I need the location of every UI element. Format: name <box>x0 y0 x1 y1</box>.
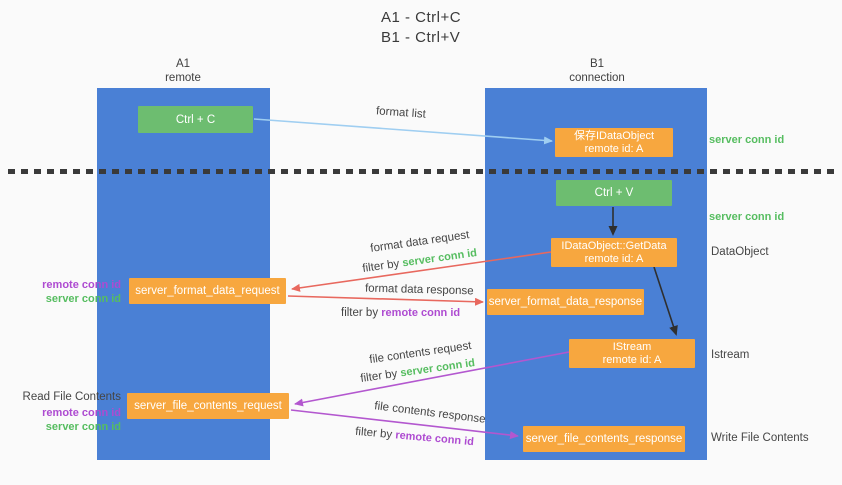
column-b1-name: connection <box>569 72 625 84</box>
node-save-idataobject-line2: remote id: A <box>584 142 644 155</box>
arrow-label-format-data-response-filter: filter by remote conn id <box>341 307 460 319</box>
node-idataobject-getdata-line2: remote id: A <box>584 252 644 265</box>
label-read-file-contents: Read File Contents <box>22 391 121 403</box>
arrow-label-file-contents-response-filter: filter by remote conn id <box>355 426 475 448</box>
node-ctrl-c-label: Ctrl + C <box>175 113 216 126</box>
node-istream-line2: remote id: A <box>602 353 662 366</box>
filter-server-conn-id: server conn id <box>401 247 478 270</box>
filter-by-prefix: filter by <box>359 367 402 385</box>
title-line-2: B1 - Ctrl+V <box>380 29 461 46</box>
node-ctrl-c: Ctrl + C <box>138 106 253 133</box>
label-istream: Istream <box>711 349 750 361</box>
node-ctrl-v: Ctrl + V <box>556 180 672 206</box>
diagram-title: A1 - Ctrl+C B1 - Ctrl+V <box>381 8 461 48</box>
node-server-format-data-response: server_format_data_response <box>487 289 644 315</box>
filter-by-prefix: filter by <box>361 257 404 275</box>
filter-remote-conn-id: remote conn id <box>381 307 461 319</box>
column-header-a1: A1 remote <box>133 57 233 85</box>
arrow-label-format-data-response: format data response <box>364 282 474 298</box>
label-server-conn-id-format: server conn id <box>45 293 121 305</box>
label-write-file-contents: Write File Contents <box>711 432 809 444</box>
node-server-file-contents-response: server_file_contents_response <box>523 426 685 452</box>
label-remote-conn-id-file: remote conn id <box>42 407 121 419</box>
node-server-format-data-request-label: server_format_data_request <box>135 284 280 297</box>
label-server-conn-id-file: server conn id <box>45 421 121 433</box>
node-idataobject-getdata: IDataObject::GetData remote id: A <box>551 238 677 267</box>
column-header-b1: B1 connection <box>547 57 647 85</box>
column-a1-name: remote <box>165 72 201 84</box>
label-server-conn-id-top: server conn id <box>709 134 785 146</box>
node-server-format-data-response-label: server_format_data_response <box>488 295 643 308</box>
filter-by-prefix: filter by <box>341 307 382 319</box>
filter-by-prefix: filter by <box>354 425 396 442</box>
node-save-idataobject: 保存IDataObject remote id: A <box>555 128 673 157</box>
label-dataobject: DataObject <box>711 246 769 258</box>
label-remote-conn-id-format: remote conn id <box>42 279 121 291</box>
node-save-idataobject-line1: 保存IDataObject <box>573 129 655 142</box>
dotted-separator <box>8 169 835 174</box>
node-server-file-contents-request-label: server_file_contents_request <box>134 399 282 412</box>
filter-remote-conn-id: remote conn id <box>394 429 475 449</box>
label-server-conn-id-mid: server conn id <box>709 211 785 223</box>
node-istream-line1: IStream <box>612 340 652 353</box>
title-line-1: A1 - Ctrl+C <box>380 9 462 26</box>
node-idataobject-getdata-line1: IDataObject::GetData <box>561 239 667 252</box>
node-istream: IStream remote id: A <box>569 339 695 368</box>
node-server-file-contents-request: server_file_contents_request <box>127 393 289 419</box>
arrow-label-format-list: format list <box>375 105 427 121</box>
node-server-file-contents-response-label: server_file_contents_response <box>525 432 683 445</box>
node-server-format-data-request: server_format_data_request <box>129 278 286 304</box>
node-ctrl-v-label: Ctrl + V <box>594 187 634 199</box>
arrow-label-file-contents-response: file contents response <box>373 400 487 426</box>
column-a1-id: A1 <box>175 58 191 70</box>
column-b1-id: B1 <box>589 58 605 70</box>
